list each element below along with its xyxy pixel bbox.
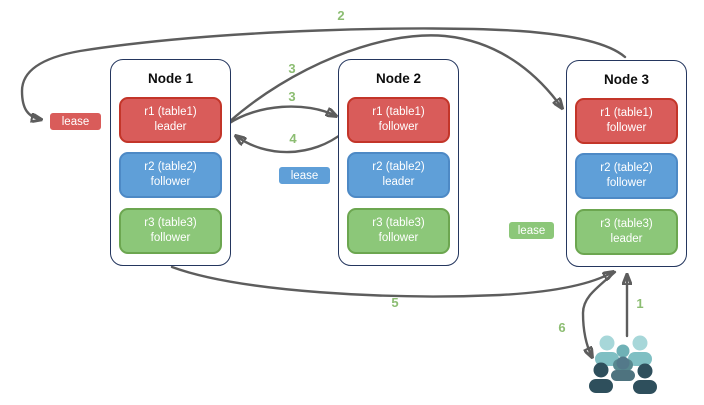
users-icon [589,335,657,394]
node-1-title: Node 1 [147,71,193,86]
lease-badge-red: lease [49,112,102,131]
arrow-step3-node1-to-node3 [227,34,562,124]
node-1-replica-r3: r3 (table3) follower [119,208,222,254]
node-2-replica-r3: r3 (table3) follower [347,208,450,254]
replica-role: follower [378,232,419,244]
node-1-replica-r2: r2 (table2) follower [119,152,222,198]
node-2-replica-r2: r2 (table2) leader [347,152,450,198]
arrow-step5-node1-to-node3 [170,265,613,298]
step-label-6: 6 [558,320,566,335]
arrow-step4-node2-to-node1 [236,130,346,154]
node-2: Node 2 r1 (table1) follower r2 (table2) … [338,59,459,266]
node-1-replica-r1: r1 (table1) leader [119,97,222,143]
node-3-title: Node 3 [603,72,649,87]
node-3-replica-r1: r1 (table1) follower [575,98,678,144]
replica-role: follower [150,232,191,244]
replica-role: follower [378,121,419,133]
replica-name: r3 (table3) [144,217,197,230]
node-3-replica-r2: r2 (table2) follower [575,153,678,199]
node-1: Node 1 r1 (table1) leader r2 (table2) fo… [110,59,231,266]
replica-name: r3 (table3) [600,218,653,231]
step-label-5: 5 [391,295,399,310]
lease-badge-green: lease [508,221,555,240]
step-label-2: 2 [337,8,345,23]
replica-name: r1 (table1) [144,106,197,119]
lease-badge-blue: lease [278,166,331,185]
replica-name: r3 (table3) [372,217,425,230]
step-label-4: 4 [289,131,297,146]
step-label-1: 1 [636,296,644,311]
node-2-title: Node 2 [375,71,421,86]
node-3-replica-r3: r3 (table3) leader [575,209,678,255]
replica-role: leader [610,233,643,245]
replica-name: r2 (table2) [600,162,653,175]
replica-role: follower [606,177,647,189]
node-3: Node 3 r1 (table1) follower r2 (table2) … [566,60,687,267]
node-2-replica-r1: r1 (table1) follower [347,97,450,143]
replica-name: r1 (table1) [600,107,653,120]
replica-name: r1 (table1) [372,106,425,119]
replica-name: r2 (table2) [372,161,425,174]
arrow-step2-node3-to-lease [20,27,627,119]
replica-name: r2 (table2) [144,161,197,174]
replica-role: leader [154,121,187,133]
arrow-step3-node1-to-node2 [226,105,336,126]
replica-role: follower [150,176,191,188]
replica-role: leader [382,176,415,188]
step-label-3a: 3 [288,61,296,76]
step-label-3b: 3 [288,89,296,104]
replica-role: follower [606,122,647,134]
arrow-step6-node3-to-users [581,270,617,357]
